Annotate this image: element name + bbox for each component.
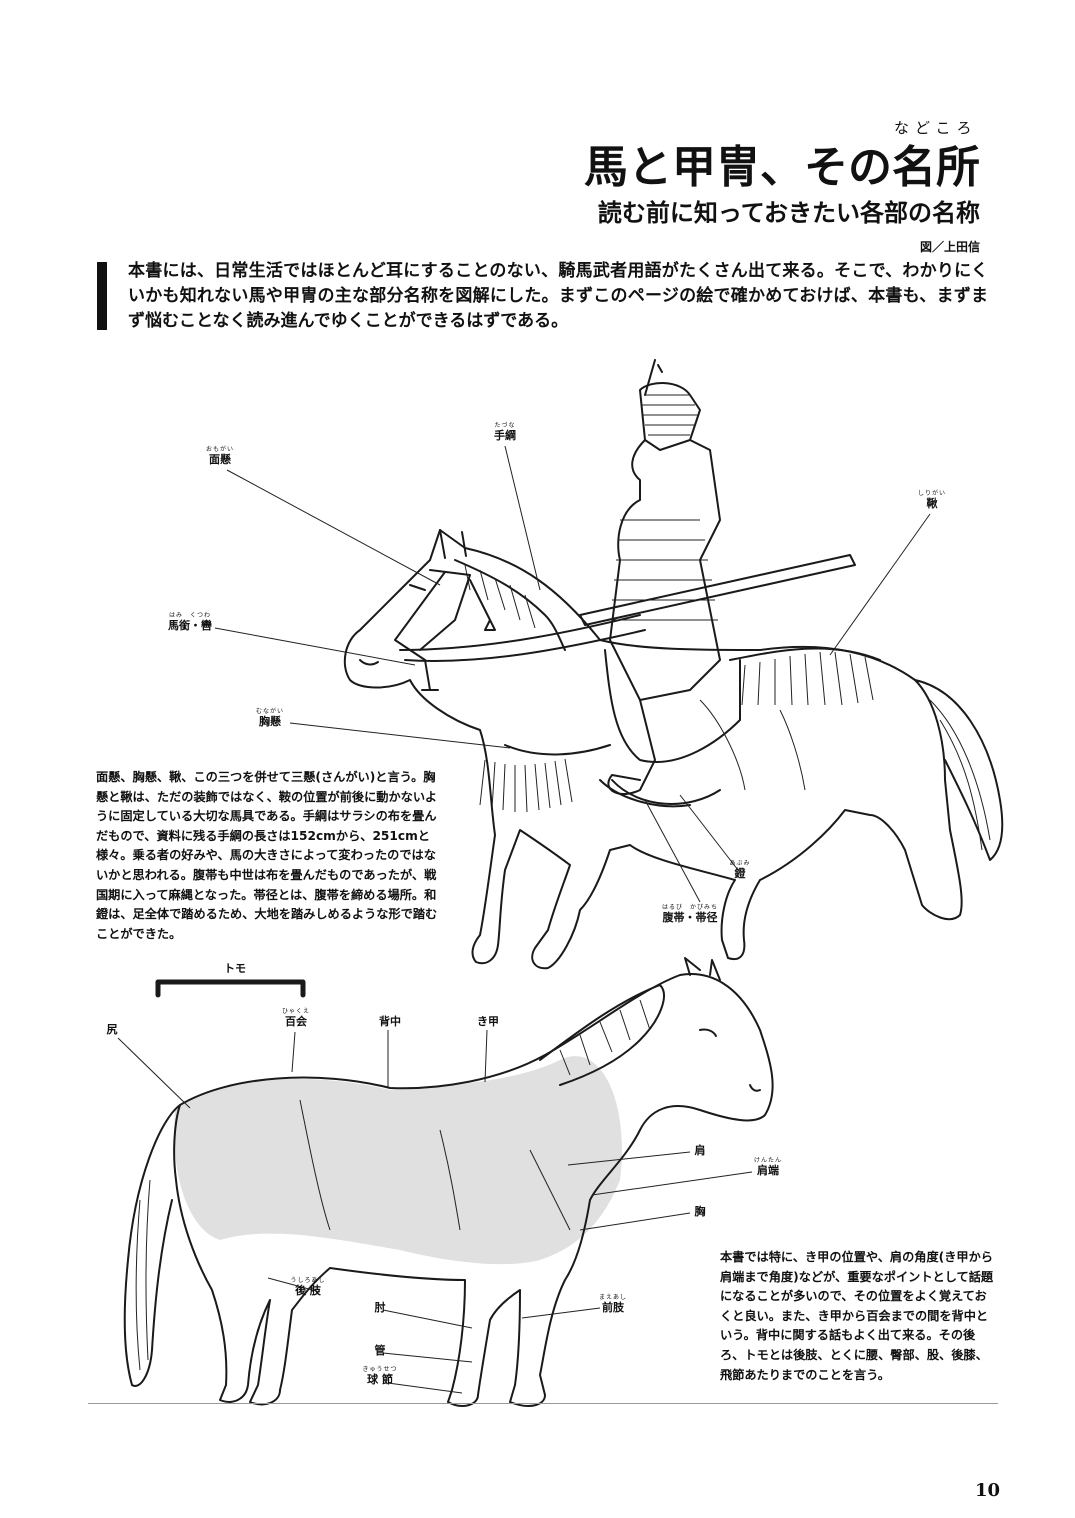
title-ruby-base: などころ名所 — [892, 120, 980, 193]
sangai-explanation: 面懸、胸懸、鞦、この三つを併せて三懸(さんがい)と言う。胸懸と鞦は、ただの装飾で… — [96, 770, 438, 941]
label-zenshi: まえあし 前肢 — [598, 1294, 627, 1314]
label-omogai: おもがい 面懸 — [205, 446, 234, 466]
label-abumi: あぶみ 鐙 — [729, 860, 751, 880]
label-katahashi: けんたん 肩端 — [753, 1157, 782, 1177]
label-hami-kutsuwa: はみ くつわ 馬銜・轡 — [168, 612, 212, 632]
page-number: 10 — [974, 1480, 1000, 1501]
horse-anatomy-explanation: 本書では特に、き甲の位置や、肩の角度(き甲から肩端まで角度)などが、重要なポイン… — [720, 1250, 994, 1382]
label-kan: 管 — [374, 1344, 386, 1357]
illustration-credit: 図／上田信 — [919, 240, 980, 254]
label-tazuna: たづな 手綱 — [494, 422, 516, 442]
page-subtitle: 読む前に知っておきたい各部の名称 — [597, 198, 980, 227]
label-shiri: 尻 — [106, 1023, 118, 1036]
tomo-bracket — [155, 979, 306, 998]
standing-horse-illustration — [123, 957, 774, 1407]
label-hyakue: ひゃくえ 百会 — [281, 1008, 310, 1028]
page-title: 馬と甲冑、そのなどころ名所 — [560, 120, 980, 198]
horse-leader-lines — [117, 1029, 753, 1394]
mounted-samurai-illustration — [343, 359, 1004, 970]
intro-paragraph: 本書には、日常生活ではほとんど耳にすることのない、騎馬武者用語がたくさん出て来る… — [128, 261, 988, 331]
label-kikou: き甲 — [477, 1015, 499, 1028]
title-ruby: などころ — [894, 119, 978, 137]
intro-accent-bar — [97, 262, 107, 330]
title-text: 馬と甲冑、その — [584, 142, 892, 193]
label-shirigai: しりがい 鞦 — [917, 490, 946, 510]
label-kata: 肩 — [694, 1144, 706, 1157]
label-tomo: トモ — [224, 962, 246, 975]
label-senaka: 背中 — [379, 1015, 401, 1028]
label-hiji: 肘 — [374, 1301, 386, 1314]
label-koushi: うしろあし 後 肢 — [290, 1277, 326, 1297]
label-haruobi-obimichi: はるび かぴみち 腹帯・帯径 — [661, 904, 718, 924]
label-kyusetsu: きゅうせつ 球 節 — [362, 1366, 398, 1386]
ground-line — [88, 1403, 998, 1404]
rider-leader-lines — [214, 445, 931, 903]
label-mune: 胸 — [694, 1205, 706, 1218]
label-munagai: むながい 胸懸 — [255, 708, 284, 728]
